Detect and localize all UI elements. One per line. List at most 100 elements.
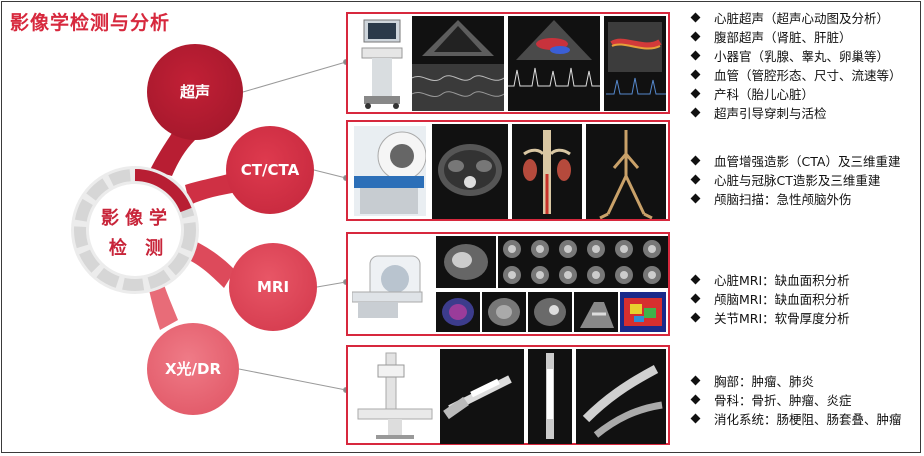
page-title: 影像学检测与分析	[10, 12, 171, 34]
mri-slice-ventricle	[592, 271, 600, 279]
mri-slice-ventricle	[592, 245, 600, 253]
ultrasound-machine-image	[358, 18, 406, 110]
list-item: 超声引导穿刺与活检	[690, 104, 902, 123]
diamond-bullet-icon	[690, 394, 701, 405]
list-item-text: 小器官（乳腺、睾丸、卵巢等）	[714, 49, 890, 64]
list-item-text: 超声引导穿刺与活检	[714, 106, 827, 121]
list-item: 小器官（乳腺、睾丸、卵巢等）	[690, 47, 902, 66]
diamond-bullet-icon	[690, 12, 701, 23]
brain-mri-image-1	[482, 292, 526, 332]
mri-slice-ventricle	[648, 245, 656, 253]
diamond-bullet-icon	[690, 31, 701, 42]
cartilage-thickness-map-image	[620, 292, 666, 332]
mri-slice-ventricle	[536, 245, 544, 253]
mri-slice-ventricle	[508, 271, 516, 279]
vascular-ultrasound-image	[604, 16, 666, 111]
brain-mri-image-2	[528, 292, 572, 332]
connector-ultrasound	[150, 128, 195, 176]
list-item-text: 消化系统：肠梗阻、肠套叠、肿瘤	[714, 412, 902, 427]
diamond-bullet-icon	[690, 375, 701, 386]
list-item: 胸部：肿瘤、肺炎	[690, 372, 902, 391]
list-item: 血管增强造影（CTA）及三维重建	[690, 152, 900, 171]
list-item-text: 心脏超声（超声心动图及分析）	[714, 11, 890, 26]
ct-findings-list: 血管增强造影（CTA）及三维重建心脏与冠脉CT造影及三维重建颅脑扫描：急性颅脑外…	[690, 152, 900, 209]
diamond-bullet-icon	[690, 293, 701, 304]
mri-findings-list: 心脏MRI：缺血面积分析颅脑MRI：缺血面积分析关节MRI：软骨厚度分析	[690, 271, 850, 328]
xray-femur-image	[440, 349, 524, 444]
mri-slice-ventricle	[564, 271, 572, 279]
list-item-text: 颅脑MRI：缺血面积分析	[714, 292, 850, 307]
diamond-bullet-icon	[690, 174, 701, 185]
diamond-bullet-icon	[690, 69, 701, 80]
list-item: 腹部超声（肾脏、肝脏）	[690, 28, 902, 47]
list-item: 颅脑扫描：急性颅脑外伤	[690, 190, 900, 209]
mri-slice-ventricle	[564, 245, 572, 253]
hub-segment-ring	[74, 169, 196, 291]
joint-mri-image	[574, 292, 618, 332]
brain-mri-perfusion-image	[436, 292, 480, 332]
list-item: 消化系统：肠梗阻、肠套叠、肿瘤	[690, 410, 902, 429]
mri-slice-ventricle	[536, 271, 544, 279]
diamond-bullet-icon	[690, 155, 701, 166]
node-label-ultrasound: 超声	[179, 83, 210, 101]
list-item: 关节MRI：软骨厚度分析	[690, 309, 850, 328]
list-item-text: 胸部：肿瘤、肺炎	[714, 374, 815, 389]
node-ct	[226, 126, 314, 214]
diamond-bullet-icon	[690, 274, 701, 285]
list-item: 心脏与冠脉CT造影及三维重建	[690, 171, 900, 190]
list-item: 骨科：骨折、肿瘤、炎症	[690, 391, 902, 410]
hub-label-line2: 检 测	[108, 238, 170, 259]
mri-slice-ventricle	[648, 271, 656, 279]
list-item-text: 骨科：骨折、肿瘤、炎症	[714, 393, 852, 408]
node-xray	[147, 323, 239, 415]
list-item: 心脏MRI：缺血面积分析	[690, 271, 850, 290]
diamond-bullet-icon	[690, 107, 701, 118]
list-item-text: 产科（胎儿心脏）	[714, 87, 815, 102]
cta-vessel-image	[586, 124, 666, 219]
ultrasound-findings-list: 心脏超声（超声心动图及分析） 腹部超声（肾脏、肝脏） 小器官（乳腺、睾丸、卵巢等） 血…	[690, 9, 902, 123]
node-label-ct: CT/CTA	[240, 161, 300, 179]
diamond-bullet-icon	[690, 413, 701, 424]
ct-image-panel	[346, 120, 670, 221]
node-mri	[229, 243, 317, 331]
diamond-bullet-icon	[690, 312, 701, 323]
diamond-bullet-icon	[690, 193, 701, 204]
list-item-text: 心脏与冠脉CT造影及三维重建	[714, 173, 881, 188]
node-label-mri: MRI	[256, 278, 290, 296]
list-item: 心脏超声（超声心动图及分析）	[690, 9, 902, 28]
list-item-text: 血管（管腔形态、尺寸、流速等）	[714, 68, 902, 83]
mri-slice-ventricle	[620, 271, 628, 279]
list-item-text: 腹部超声（肾脏、肝脏）	[714, 30, 852, 45]
doppler-image	[508, 16, 600, 111]
cardiac-mri-slices-grid	[498, 236, 668, 288]
ct-3d-reconstruction-image	[512, 124, 582, 219]
xray-findings-list: 胸部：肿瘤、肺炎骨科：骨折、肿瘤、炎症消化系统：肠梗阻、肠套叠、肿瘤	[690, 372, 902, 429]
echocardiogram-image	[412, 16, 504, 111]
diamond-bullet-icon	[690, 88, 701, 99]
ct-abdomen-slice-image	[432, 124, 508, 219]
list-item-text: 关节MRI：软骨厚度分析	[714, 311, 850, 326]
hub-inner	[89, 184, 181, 276]
dr-machine-image	[356, 351, 434, 441]
list-item: 产科（胎儿心脏）	[690, 85, 902, 104]
list-item: 颅脑MRI：缺血面积分析	[690, 290, 850, 309]
list-item-text: 颅脑扫描：急性颅脑外伤	[714, 192, 852, 207]
mri-slice-ventricle	[508, 245, 516, 253]
connector-ct	[185, 172, 238, 205]
list-item-text: 心脏MRI：缺血面积分析	[714, 273, 850, 288]
xray-limb-image	[576, 349, 666, 444]
node-label-xray: X光/DR	[164, 360, 222, 378]
list-item-text: 血管增强造影（CTA）及三维重建	[714, 154, 901, 169]
xray-bone-fixation-image	[528, 349, 572, 444]
hub-label-line1: 影像学	[101, 208, 173, 229]
cardiac-mri-image	[436, 236, 496, 288]
ct-scanner-image	[354, 126, 426, 216]
xray-image-panel	[346, 345, 670, 445]
hub-accent-arc	[134, 169, 192, 213]
mri-image-panel	[346, 232, 670, 336]
mri-slice-ventricle	[620, 245, 628, 253]
diamond-bullet-icon	[690, 50, 701, 61]
list-item: 血管（管腔形态、尺寸、流速等）	[690, 66, 902, 85]
